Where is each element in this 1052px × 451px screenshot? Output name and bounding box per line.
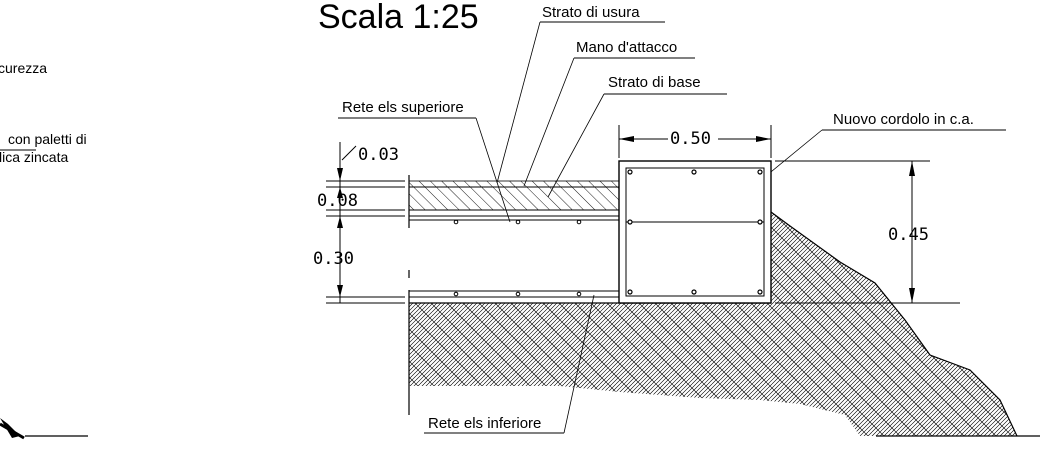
leader-strato-base [547, 93, 605, 198]
ground-fill [409, 212, 1017, 436]
note-zincata: lica zincata [0, 149, 68, 165]
dim-arrow-mid2 [337, 216, 343, 228]
dim-0-08: 0.08 [317, 191, 358, 211]
rebar-upper [453, 219, 582, 225]
label-rete-inferiore: Rete els inferiore [428, 415, 541, 432]
dim-0-03: 0.03 [358, 145, 399, 165]
label-cordolo: Nuovo cordolo in c.a. [833, 111, 974, 128]
note-paletti: con paletti di [8, 131, 87, 147]
dim-arrow-mid1 [337, 187, 343, 198]
dim-0-30: 0.30 [313, 249, 354, 269]
layer-strato-usura [408, 180, 620, 188]
leader-mano-attacco [523, 57, 575, 187]
label-strato-usura: Strato di usura [542, 4, 640, 21]
dim-arrow-top [337, 168, 343, 181]
note-sicurezza: curezza [0, 60, 47, 76]
dim-0-45: 0.45 [888, 225, 929, 245]
cordolo-inner [625, 167, 765, 297]
layer-strato-base [408, 186, 620, 211]
dim-0-50: 0.50 [670, 129, 711, 149]
leader-strato-usura [496, 21, 541, 184]
label-rete-superiore: Rete els superiore [342, 99, 464, 116]
label-strato-base: Strato di base [608, 74, 701, 91]
label-mano-attacco: Mano d'attacco [576, 39, 677, 56]
scale-title: Scala 1:25 [318, 0, 479, 36]
dim-arrow-bottom [337, 285, 343, 297]
slope-outline [770, 211, 1018, 437]
cordolo-outer [618, 160, 772, 304]
rebar-lower [453, 291, 582, 297]
cordolo-rebar [627, 169, 763, 295]
